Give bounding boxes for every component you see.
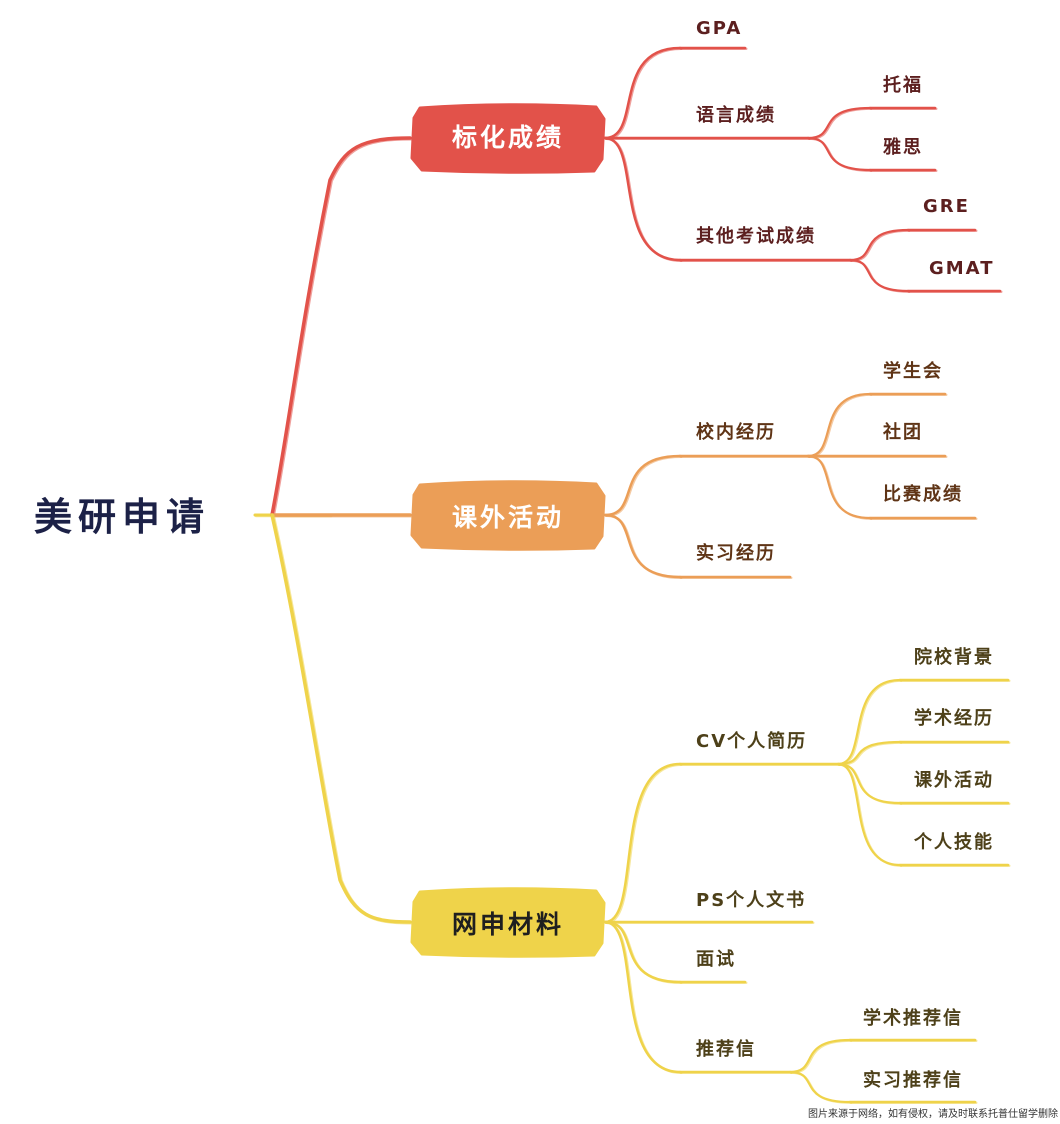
branch-box: [410, 887, 606, 958]
branch-line: [604, 763, 683, 925]
node-academic-experience: 学术经历: [914, 707, 994, 729]
branch-line: [848, 258, 910, 293]
node-campus-experience: 校内经历: [696, 421, 776, 443]
branch-line: [603, 920, 682, 1074]
branch-line: [604, 514, 683, 580]
node-interview: 面试: [696, 948, 736, 970]
node-student-union: 学生会: [883, 360, 943, 382]
branch-line: [838, 741, 903, 766]
node-academic-recommendation: 学术推荐信: [863, 1007, 963, 1029]
node-toefl: 托福: [883, 74, 923, 96]
branch-line: [790, 1039, 853, 1074]
node-cv: CV个人简历: [696, 730, 807, 752]
node-clubs: 社团: [883, 421, 923, 443]
branch-line: [808, 107, 873, 140]
root-branch-line: [271, 137, 413, 518]
branch-box: [410, 103, 606, 174]
branch-line: [808, 455, 873, 520]
root-branch-line: [270, 136, 412, 517]
node-personal-skills: 个人技能: [913, 831, 994, 853]
branch-line: [603, 762, 682, 924]
branch-line: [790, 1071, 853, 1104]
node-gmat: GMAT: [929, 258, 995, 279]
node-ielts: 雅思: [882, 136, 923, 158]
branch-line: [604, 921, 683, 985]
node-gpa: GPA: [696, 18, 742, 39]
branch-line: [806, 106, 872, 140]
node-internship: 实习经历: [696, 542, 776, 564]
branch-line: [603, 46, 682, 140]
connector-lines: [253, 46, 1011, 1105]
branch-line: [838, 763, 903, 805]
node-recommendation-letters: 推荐信: [696, 1038, 756, 1060]
branch-line: [604, 47, 683, 141]
image-credit: 图片来源于网络，如有侵权，请及时联系托普仕留学删除: [808, 1109, 1058, 1120]
branch-line: [806, 454, 872, 520]
branch-node-application-materials: 网申材料: [410, 887, 606, 958]
branch-line: [806, 392, 872, 458]
root-branch-line: [271, 514, 413, 925]
node-school-background: 院校背景: [914, 646, 994, 668]
node-activities: 课外活动: [914, 769, 994, 791]
branch-line: [836, 678, 902, 766]
branch-line: [836, 762, 902, 867]
branch-line: [838, 679, 903, 766]
branch-line: [838, 763, 903, 867]
branch-label: 课外活动: [452, 503, 564, 532]
node-personal-statement: PS个人文书: [696, 889, 806, 911]
node-language-scores: 语言成绩: [696, 104, 776, 126]
branch-label: 网申材料: [452, 910, 564, 939]
node-gre: GRE: [923, 196, 970, 217]
root-branch-line: [270, 513, 412, 924]
branch-line: [850, 229, 911, 262]
branch-line: [604, 455, 683, 518]
branch-line: [850, 259, 911, 293]
branch-line: [603, 136, 682, 262]
branch-node-extracurricular: 课外活动: [410, 480, 606, 551]
branch-box: [410, 480, 606, 551]
mind-map-nodes: 美研申请 标化成绩 GPA 语言成绩 托福 雅思 其他考试成绩 GRE GMAT…: [34, 18, 995, 1091]
branch-line: [808, 137, 873, 172]
branch-node-standardized-scores: 标化成绩: [410, 103, 606, 174]
branch-line: [604, 921, 683, 1075]
root-topic: 美研申请: [34, 495, 210, 539]
branch-line: [788, 1038, 852, 1074]
branch-line: [848, 228, 910, 262]
branch-label: 标化成绩: [452, 123, 564, 152]
node-other-exams: 其他考试成绩: [696, 225, 816, 247]
node-internship-recommendation: 实习推荐信: [863, 1069, 963, 1091]
branch-line: [808, 393, 873, 458]
node-competitions: 比赛成绩: [883, 483, 963, 505]
branch-line: [603, 513, 682, 579]
branch-line: [603, 454, 682, 517]
branch-line: [604, 137, 683, 263]
